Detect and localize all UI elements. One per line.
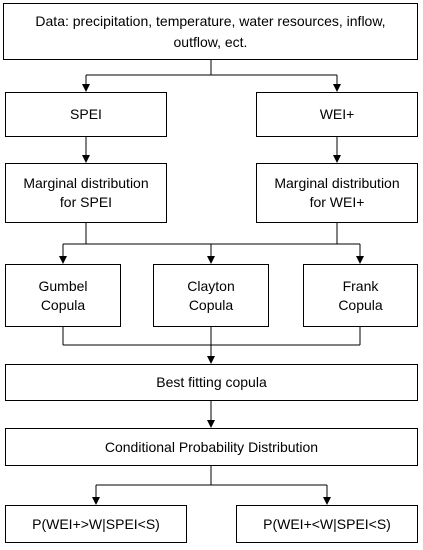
p-less-box: P(WEI+<W|SPEI<S) (236, 505, 418, 543)
p-less-label: P(WEI+<W|SPEI<S) (263, 515, 391, 532)
marginal-spei-line2: for SPEI (59, 194, 113, 210)
p-greater-label: P(WEI+>W|SPEI<S) (32, 515, 160, 532)
gumbel-copula-box: Gumbel Copula (5, 264, 121, 327)
frank-copula-box: Frank Copula (303, 264, 418, 327)
marginal-spei-box: Marginal distribution for SPEI (5, 163, 167, 223)
frank-line1: Frank (342, 277, 379, 294)
gumbel-line2: Copula (40, 296, 86, 313)
data-inputs-line2: outflow, ect. (173, 33, 248, 50)
clayton-line2: Copula (188, 296, 234, 313)
conditional-probability-box: Conditional Probability Distribution (5, 428, 418, 466)
gumbel-line1: Gumbel (38, 277, 88, 294)
wei-label: WEI+ (319, 106, 355, 122)
conditional-label: Conditional Probability Distribution (104, 438, 319, 455)
clayton-copula-box: Clayton Copula (153, 264, 269, 327)
data-inputs-box: Data: precipitation, temperature, water … (3, 3, 418, 60)
data-inputs-line1: Data: precipitation, temperature, water … (35, 12, 386, 29)
p-greater-box: P(WEI+>W|SPEI<S) (5, 505, 187, 543)
marginal-wei-line1: Marginal distribution (274, 175, 400, 191)
best-fitting-copula-box: Best fitting copula (5, 364, 418, 401)
marginal-wei-box: Marginal distribution for WEI+ (256, 163, 418, 223)
marginal-spei-line1: Marginal distribution (23, 175, 149, 191)
marginal-wei-line2: for WEI+ (309, 194, 365, 210)
spei-label: SPEI (70, 106, 102, 122)
frank-line2: Copula (338, 296, 383, 313)
spei-box: SPEI (5, 92, 167, 137)
wei-box: WEI+ (256, 92, 418, 137)
clayton-line1: Clayton (187, 277, 235, 294)
best-fit-label: Best fitting copula (156, 374, 267, 390)
